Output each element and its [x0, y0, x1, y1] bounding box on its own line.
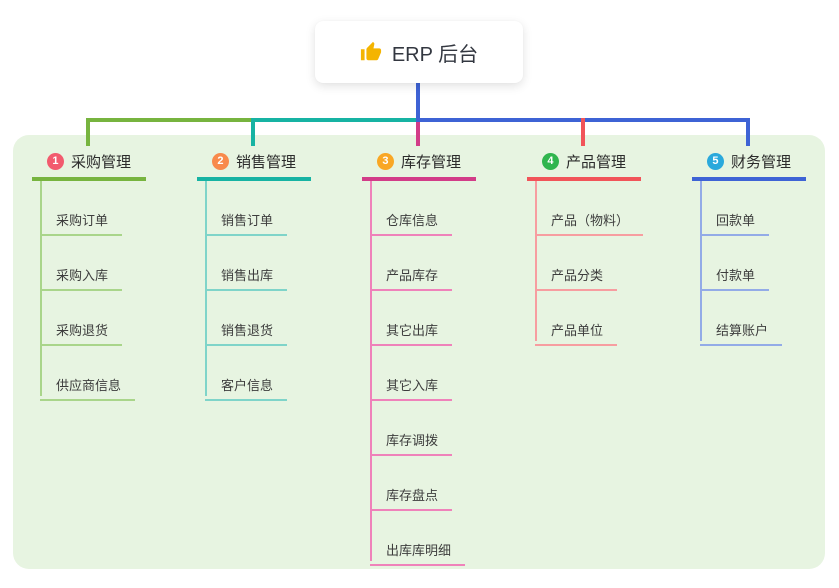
branch-node-3[interactable]: 3 库存管理	[362, 146, 476, 181]
drop-line-branch-2	[251, 118, 255, 146]
child-node[interactable]: 仓库信息	[370, 196, 453, 236]
child-label: 付款单	[716, 268, 756, 283]
child-label: 其它入库	[386, 378, 439, 393]
branch-child-vertical-line	[535, 181, 537, 341]
drop-line-branch-1	[86, 118, 90, 146]
child-label: 采购入库	[56, 268, 109, 283]
child-label: 库存盘点	[386, 488, 439, 503]
child-label: 回款单	[716, 213, 756, 228]
child-node[interactable]: 销售出库	[205, 251, 288, 291]
child-label: 采购订单	[56, 213, 109, 228]
child-node[interactable]: 出库库明细	[370, 526, 466, 566]
child-label: 库存调拨	[386, 433, 439, 448]
child-label: 产品库存	[386, 268, 439, 283]
branch-label: 库存管理	[400, 154, 461, 171]
branch-child-vertical-line	[370, 181, 372, 561]
child-label: 采购退货	[56, 323, 109, 338]
branch-child-vertical-line	[40, 181, 42, 396]
child-node[interactable]: 销售订单	[205, 196, 288, 236]
branch-number-badge: 5	[706, 153, 724, 170]
branch-number-badge: 2	[211, 153, 229, 170]
child-label: 出库库明细	[386, 543, 452, 558]
child-label: 客户信息	[221, 378, 274, 393]
drop-line-branch-4	[581, 118, 585, 146]
branch-label: 财务管理	[730, 154, 791, 171]
bar-mid-segment	[251, 118, 420, 122]
child-node[interactable]: 产品（物料）	[535, 196, 644, 236]
child-node[interactable]: 产品分类	[535, 251, 618, 291]
branch-node-4[interactable]: 4 产品管理	[527, 146, 641, 181]
child-label: 结算账户	[716, 323, 769, 338]
child-node[interactable]: 销售退货	[205, 306, 288, 346]
child-node[interactable]: 其它入库	[370, 361, 453, 401]
branch-child-vertical-line	[700, 181, 702, 341]
child-node[interactable]: 其它出库	[370, 306, 453, 346]
branch-node-2[interactable]: 2 销售管理	[197, 146, 311, 181]
branch-node-5[interactable]: 5 财务管理	[692, 146, 806, 181]
branch-label: 采购管理	[70, 154, 131, 171]
child-label: 供应商信息	[56, 378, 122, 393]
child-label: 销售退货	[221, 323, 274, 338]
branch-label: 销售管理	[235, 154, 296, 171]
child-node[interactable]: 付款单	[700, 251, 770, 291]
branch-label: 产品管理	[565, 154, 626, 171]
child-label: 销售订单	[221, 213, 274, 228]
branch-number-badge: 1	[46, 153, 64, 170]
child-node[interactable]: 采购入库	[40, 251, 123, 291]
thumbs-up-icon	[360, 41, 381, 61]
child-node[interactable]: 供应商信息	[40, 361, 136, 401]
branch-number-badge: 3	[376, 153, 394, 170]
child-node[interactable]: 产品单位	[535, 306, 618, 346]
child-node[interactable]: 库存盘点	[370, 471, 453, 511]
child-node[interactable]: 采购退货	[40, 306, 123, 346]
branch-number-badge: 4	[541, 153, 559, 170]
child-node[interactable]: 采购订单	[40, 196, 123, 236]
drop-line-branch-5	[746, 118, 750, 146]
child-label: 产品单位	[551, 323, 604, 338]
drop-line-branch-3	[416, 122, 420, 146]
child-node[interactable]: 客户信息	[205, 361, 288, 401]
bar-left-segment	[86, 118, 255, 122]
child-label: 销售出库	[221, 268, 274, 283]
child-node[interactable]: 产品库存	[370, 251, 453, 291]
child-node[interactable]: 结算账户	[700, 306, 783, 346]
child-label: 产品分类	[551, 268, 604, 283]
branches-background-panel	[13, 135, 825, 569]
child-label: 其它出库	[386, 323, 439, 338]
root-stem-line	[416, 83, 420, 122]
child-node[interactable]: 库存调拨	[370, 416, 453, 456]
root-node-erp-backend[interactable]: ERP 后台	[315, 21, 523, 83]
branch-node-1[interactable]: 1 采购管理	[32, 146, 146, 181]
root-node-label: ERP 后台	[391, 43, 479, 66]
child-node[interactable]: 回款单	[700, 196, 770, 236]
child-label: 仓库信息	[386, 213, 439, 228]
child-label: 产品（物料）	[551, 213, 630, 228]
branch-child-vertical-line	[205, 181, 207, 396]
